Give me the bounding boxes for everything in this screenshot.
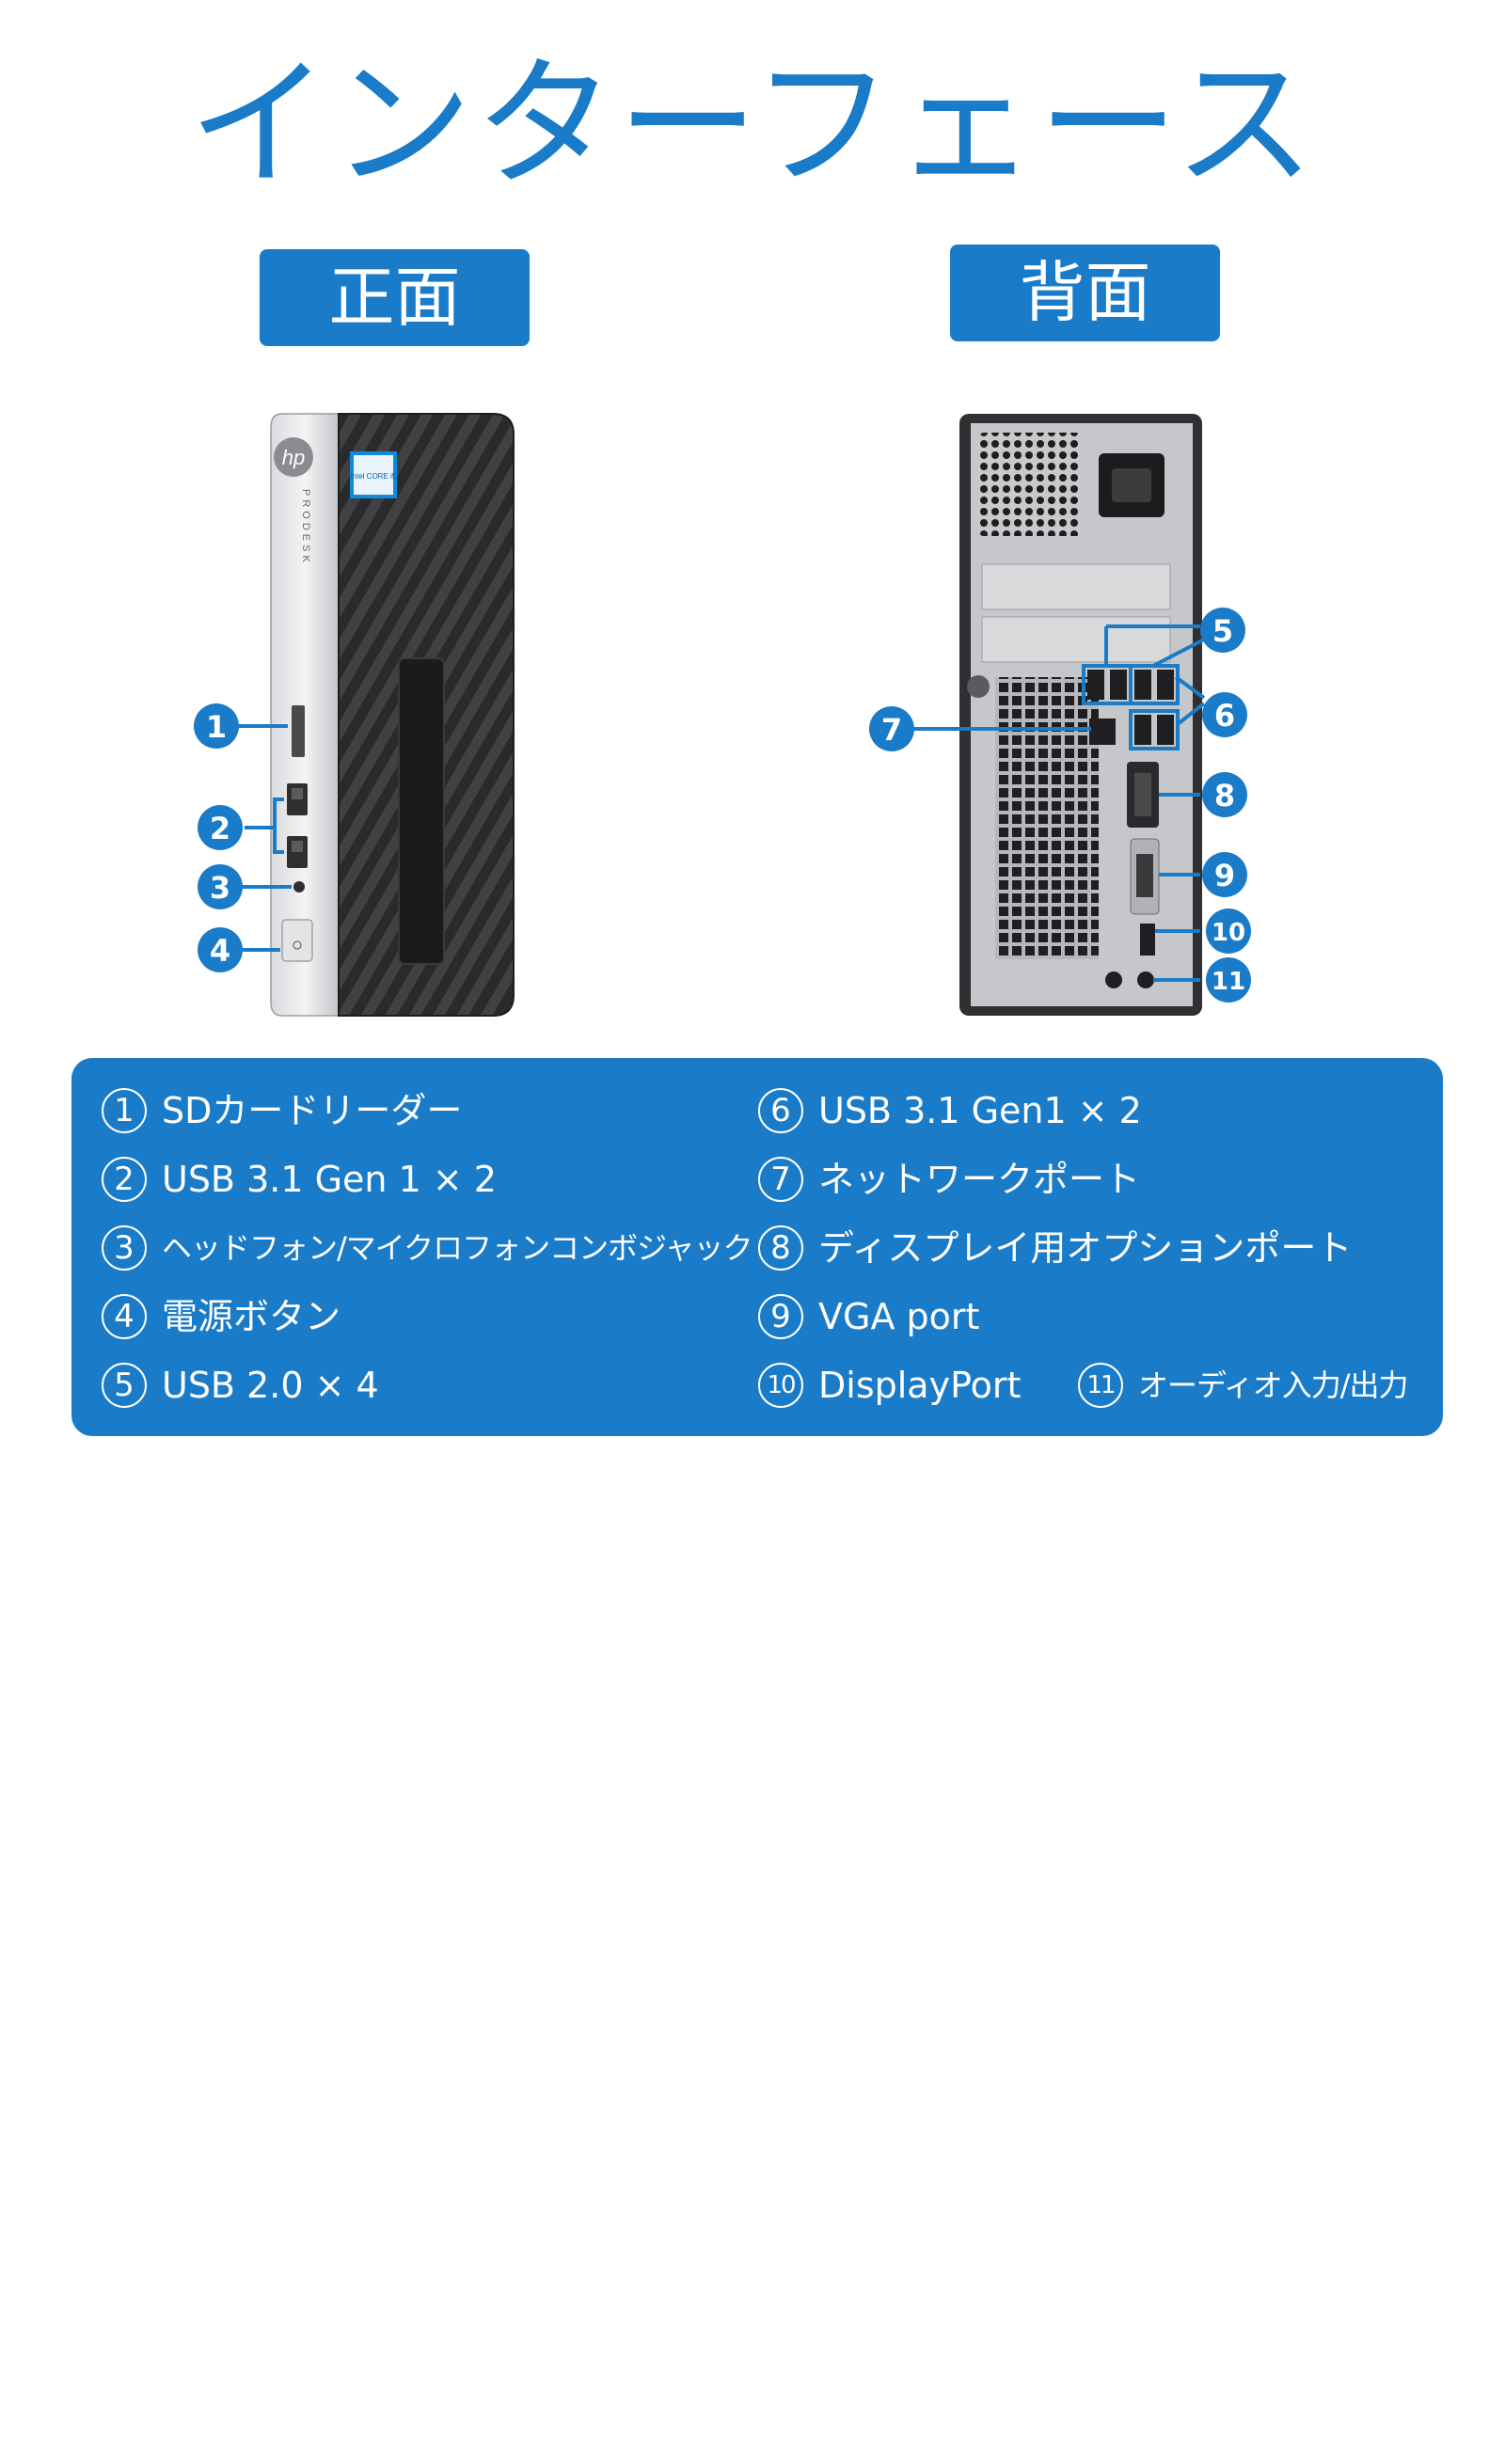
legend-text-10: DisplayPort: [818, 1365, 1022, 1406]
back-section-label: 背面: [950, 245, 1220, 341]
svg-text:6: 6: [1214, 698, 1235, 734]
legend-text-1: SDカードリーダー: [162, 1090, 463, 1131]
legend-text-2: USB 3.1 Gen 1 × 2: [162, 1159, 497, 1200]
lock-icon: [967, 675, 990, 698]
page-title: インターフェース: [188, 43, 1317, 207]
callout-2: [198, 805, 243, 850]
svg-text:11: 11: [1212, 968, 1245, 996]
usb2-port-3: [1134, 670, 1151, 700]
legend-item-2: 2 USB 3.1 Gen 1 × 2: [102, 1151, 497, 1208]
callout-4: [198, 927, 243, 972]
front-callouts: 1 2 3 4: [194, 703, 243, 972]
legend-item-3: 3 ヘッドフォン/マイクロフォンコンボジャック: [102, 1220, 753, 1276]
callout-10: [1206, 908, 1251, 954]
legend-item-9: 9 VGA port: [758, 1288, 979, 1345]
sd-card-slot: [292, 705, 305, 757]
back-callout-lines: [897, 624, 1206, 982]
svg-text:2: 2: [210, 811, 230, 846]
legend-text-7: ネットワークポート: [818, 1159, 1141, 1200]
legend-num-6: 6: [758, 1088, 803, 1133]
callout-1: [194, 703, 239, 749]
usb3-port-1: [1134, 715, 1151, 745]
audio-jack-front: [293, 881, 305, 892]
legend-num-8: 8: [758, 1225, 803, 1271]
legend-num-4: 4: [102, 1294, 147, 1339]
svg-text:3: 3: [210, 870, 230, 906]
callout-3: [198, 864, 243, 909]
usb2-port-2: [1110, 670, 1127, 700]
audio-jack-back-2: [1137, 971, 1154, 988]
front-pc-illustration: hp PRODESK intel CORE i5 1 2 3 4: [194, 413, 515, 1017]
callout-9: [1202, 852, 1247, 897]
legend-text-11: オーディオ入力/出力: [1138, 1367, 1409, 1403]
hp-logo-icon: hp: [274, 437, 313, 477]
legend-text-4: 電源ボタン: [162, 1296, 341, 1337]
model-text: PRODESK: [300, 489, 311, 566]
legend-text-8: ディスプレイ用オプションポート: [818, 1227, 1353, 1269]
legend-item-11: 11 オーディオ入力/出力: [1078, 1357, 1409, 1414]
legend-num-2: 2: [102, 1157, 147, 1202]
legend-num-9: 9: [758, 1294, 803, 1339]
legend-item-1: 1 SDカードリーダー: [102, 1082, 462, 1139]
legend-num-7: 7: [758, 1157, 803, 1202]
legend-num-5: 5: [102, 1363, 147, 1408]
legend-num-1: 1: [102, 1088, 147, 1133]
legend-num-11: 11: [1078, 1363, 1123, 1408]
callout-6: [1202, 692, 1247, 737]
intel-badge-text: intel CORE i5: [351, 472, 397, 481]
intel-badge-icon: intel CORE i5: [350, 451, 397, 498]
back-pc-illustration: 5 6 7 8 9 10 11: [869, 414, 1251, 1016]
legend-item-5: 5 USB 2.0 × 4: [102, 1357, 379, 1414]
legend-text-6: USB 3.1 Gen1 × 2: [818, 1090, 1142, 1131]
legend-item-4: 4 電源ボタン: [102, 1288, 341, 1345]
svg-text:4: 4: [210, 933, 230, 969]
legend-num-3: 3: [102, 1225, 147, 1271]
ethernet-port: [1089, 719, 1116, 745]
svg-text:7: 7: [881, 712, 902, 748]
legend-item-8: 8 ディスプレイ用オプションポート: [758, 1220, 1352, 1276]
back-panel: [959, 414, 1202, 1016]
legend-text-3: ヘッドフォン/マイクロフォンコンボジャック: [162, 1230, 753, 1266]
svg-text:8: 8: [1214, 778, 1235, 813]
psu-fan-grille: [978, 433, 1082, 536]
legend-panel: JUSE合同会社 PC STORE 1 SDカードリーダー 2 USB 3.1 …: [71, 1058, 1443, 2464]
watermark: JUSE合同会社 PC STORE: [231, 2361, 1403, 2464]
callout-8: [1202, 772, 1247, 817]
vent-grille: [995, 677, 1099, 959]
usb2-port-1: [1087, 670, 1104, 700]
power-button: [281, 919, 313, 962]
svg-text:1: 1: [206, 709, 227, 745]
legend-text-9: VGA port: [818, 1296, 980, 1337]
callout-11: [1206, 957, 1251, 1003]
displayport: [1140, 924, 1155, 956]
callout-5: [1200, 608, 1245, 653]
legend-num-10: 10: [758, 1363, 803, 1408]
svg-text:5: 5: [1212, 613, 1233, 649]
audio-jack-back-1: [1105, 971, 1122, 988]
usb2-port-4: [1157, 670, 1174, 700]
power-icon: [293, 940, 302, 950]
usb3-port-2: [1157, 715, 1174, 745]
callout-7: [869, 706, 914, 751]
legend-text-5: USB 2.0 × 4: [162, 1365, 379, 1406]
front-section-label: 正面: [260, 249, 530, 346]
legend-item-10: 10 DisplayPort: [758, 1357, 1021, 1414]
back-callouts: 5 6 7 8 9 10 11: [869, 608, 1251, 1003]
legend-item-6: 6 USB 3.1 Gen1 × 2: [758, 1082, 1142, 1139]
legend-item-7: 7 ネットワークポート: [758, 1151, 1140, 1208]
svg-text:9: 9: [1214, 858, 1235, 893]
svg-text:10: 10: [1212, 919, 1245, 947]
hp-logo-text: hp: [282, 446, 305, 469]
